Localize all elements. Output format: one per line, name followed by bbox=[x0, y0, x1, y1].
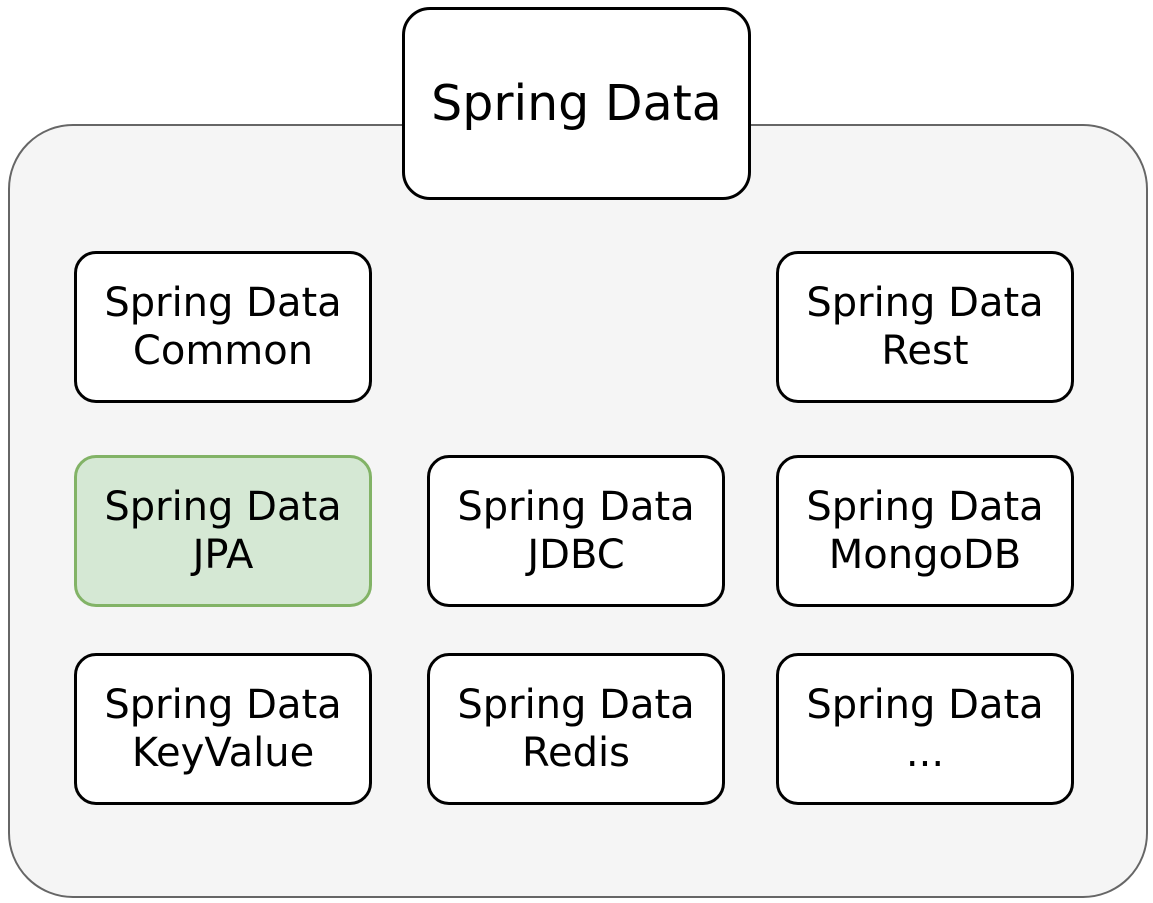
node-label-line: Spring Data bbox=[457, 682, 695, 728]
node-label-line: Spring Data bbox=[806, 682, 1044, 728]
node-label-line: KeyValue bbox=[131, 730, 315, 776]
node-label-line: ... bbox=[905, 730, 945, 776]
node-title-label: Spring Data bbox=[431, 75, 722, 132]
node-spring-data-others: Spring Data ... bbox=[776, 653, 1074, 805]
node-label-line: Spring Data bbox=[104, 682, 342, 728]
node-spring-data-common: Spring Data Common bbox=[74, 251, 372, 403]
node-spring-data-jpa: Spring Data JPA bbox=[74, 455, 372, 607]
node-spring-data-jdbc: Spring Data JDBC bbox=[427, 455, 725, 607]
node-label-line: Spring Data bbox=[104, 484, 342, 530]
node-spring-data-rest: Spring Data Rest bbox=[776, 251, 1074, 403]
node-label-line: Spring Data bbox=[457, 484, 695, 530]
node-spring-data-keyvalue: Spring Data KeyValue bbox=[74, 653, 372, 805]
node-label-line: Spring Data bbox=[104, 280, 342, 326]
node-label-line: JPA bbox=[192, 532, 254, 578]
node-spring-data-title: Spring Data bbox=[402, 7, 751, 200]
node-label-line: Rest bbox=[881, 328, 969, 374]
node-label-line: Spring Data bbox=[806, 280, 1044, 326]
node-label-line: Spring Data bbox=[806, 484, 1044, 530]
node-spring-data-redis: Spring Data Redis bbox=[427, 653, 725, 805]
node-label-line: MongoDB bbox=[828, 532, 1022, 578]
node-label-line: Redis bbox=[522, 730, 630, 776]
node-spring-data-mongodb: Spring Data MongoDB bbox=[776, 455, 1074, 607]
node-label-line: Common bbox=[132, 328, 314, 374]
node-label-line: JDBC bbox=[527, 532, 625, 578]
